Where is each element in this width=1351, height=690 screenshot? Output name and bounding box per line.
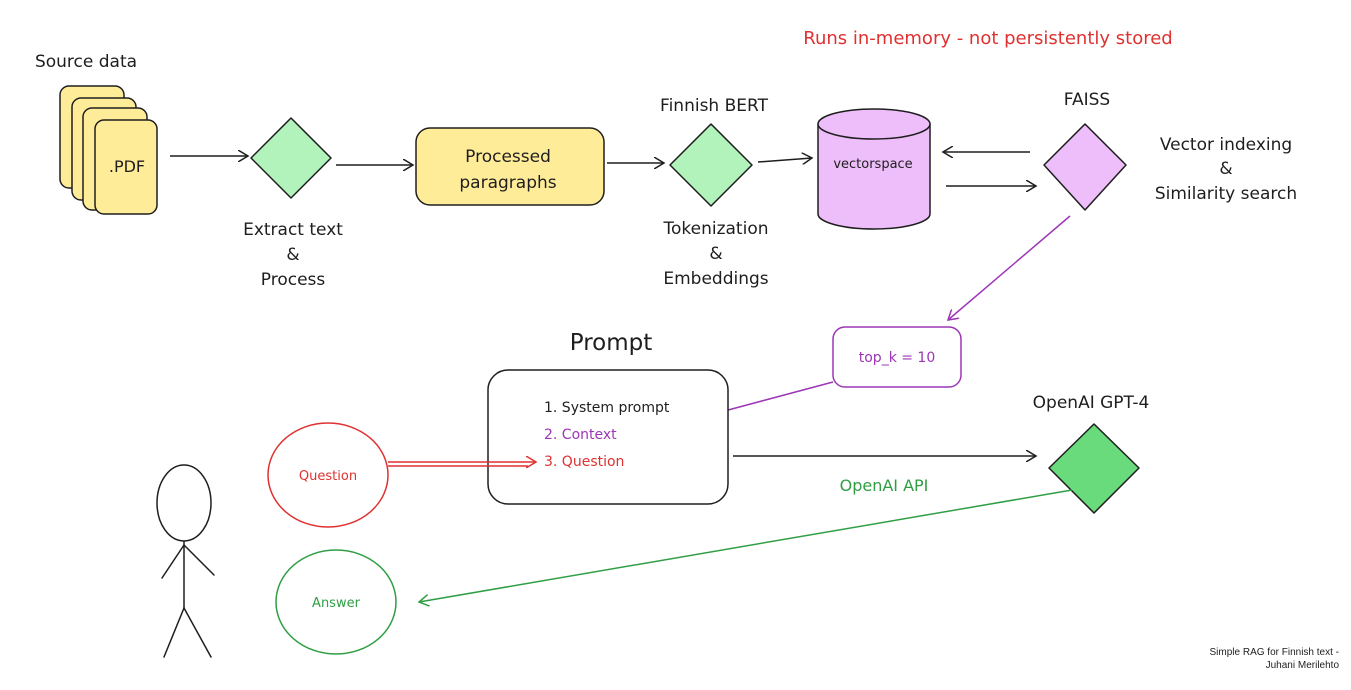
prompt-box <box>487 369 729 505</box>
answer-circle <box>275 549 397 655</box>
vectorspace-label: vectorspace <box>833 157 912 172</box>
pdf-file-label: .PDF <box>109 157 145 176</box>
credit-line2: Juhani Merilehto <box>1265 660 1339 671</box>
faiss-label-line1: Vector indexing <box>1160 135 1292 155</box>
faiss-label-line3: Similarity search <box>1155 184 1297 204</box>
prompt-item-question: 3. Question <box>544 454 624 470</box>
credit-line1: Simple RAG for Finnish text - <box>1209 647 1339 658</box>
gpt-diamond <box>1048 423 1140 514</box>
prompt-title: Prompt <box>570 330 653 356</box>
extract-label-line3: Process <box>261 270 326 290</box>
extract-label-line1: Extract text <box>243 220 343 240</box>
arrow-gpt-to-answer <box>419 489 1073 602</box>
bert-title: Finnish BERT <box>660 96 769 116</box>
bert-label-line3: Embeddings <box>663 269 768 289</box>
arrow-faiss-to-topk <box>948 215 1071 320</box>
processed-paragraphs-box <box>415 127 605 206</box>
arrow-question-to-prompt <box>388 462 536 466</box>
topk-box <box>832 326 962 388</box>
paragraphs-label-line2: paragraphs <box>459 173 556 193</box>
user-stick-figure <box>156 464 215 658</box>
bert-diamond <box>669 123 753 207</box>
answer-label: Answer <box>312 596 361 611</box>
extract-label-line2: & <box>286 245 299 265</box>
question-circle <box>267 422 389 528</box>
prompt-item-context: 2. Context <box>544 427 617 443</box>
author-credit: Simple RAG for Finnish text - Juhani Mer… <box>1210 646 1339 672</box>
gpt-title: OpenAI GPT-4 <box>1033 393 1150 413</box>
pdf-document-stack <box>59 85 158 215</box>
prompt-item-system: 1. System prompt <box>544 400 670 416</box>
faiss-title: FAISS <box>1064 90 1110 110</box>
topk-label: top_k = 10 <box>859 350 936 366</box>
vectorspace-cylinder <box>817 108 931 230</box>
source-data-title: Source data <box>35 52 137 72</box>
faiss-label-line2: & <box>1219 159 1232 179</box>
bert-label-line2: & <box>709 244 722 264</box>
question-label: Question <box>299 469 357 484</box>
openai-api-label: OpenAI API <box>840 476 929 495</box>
faiss-diamond <box>1043 123 1127 211</box>
bert-label-line1: Tokenization <box>663 219 769 239</box>
in-memory-note: Runs in-memory - not persistently stored <box>803 28 1172 49</box>
arrow-bert-to-vectorspace <box>757 158 812 162</box>
paragraphs-label-line1: Processed <box>465 147 551 167</box>
extract-diamond <box>250 117 332 199</box>
